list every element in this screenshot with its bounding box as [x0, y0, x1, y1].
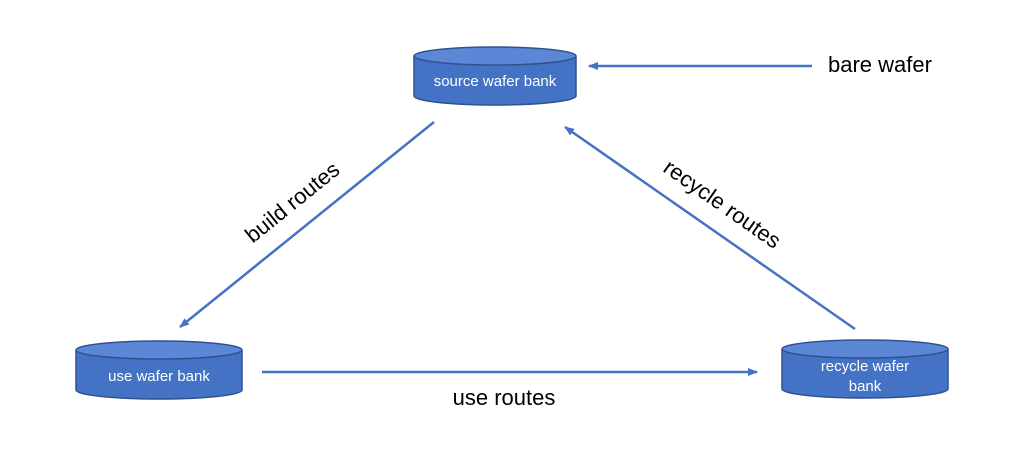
use-wafer-bank-label: use wafer bank [108, 368, 210, 385]
recycle-routes-label: recycle routes [659, 154, 786, 253]
recycle-wafer-bank-label-line1: recycle wafer [821, 358, 909, 375]
source-wafer-bank-node[interactable]: source wafer bank [413, 46, 577, 106]
build-routes-label: build routes [240, 157, 344, 248]
use-routes-label: use routes [453, 385, 556, 410]
source-wafer-bank-label: source wafer bank [434, 73, 557, 90]
bare-wafer-label: bare wafer [828, 52, 932, 77]
recycle-wafer-bank-node[interactable]: recycle wafer bank [781, 339, 949, 399]
recycle-wafer-bank-body [781, 349, 949, 399]
recycle-routes-arrow [564, 125, 856, 331]
source-wafer-bank-top [413, 46, 577, 66]
build-routes-arrow [179, 121, 435, 328]
use-wafer-bank-node[interactable]: use wafer bank [75, 340, 243, 400]
recycle-wafer-bank-top [781, 339, 949, 359]
use-wafer-bank-top [75, 340, 243, 360]
source-wafer-bank-body [413, 56, 577, 106]
recycle-wafer-bank-label-line2: bank [849, 378, 882, 395]
use-wafer-bank-body [75, 350, 243, 400]
